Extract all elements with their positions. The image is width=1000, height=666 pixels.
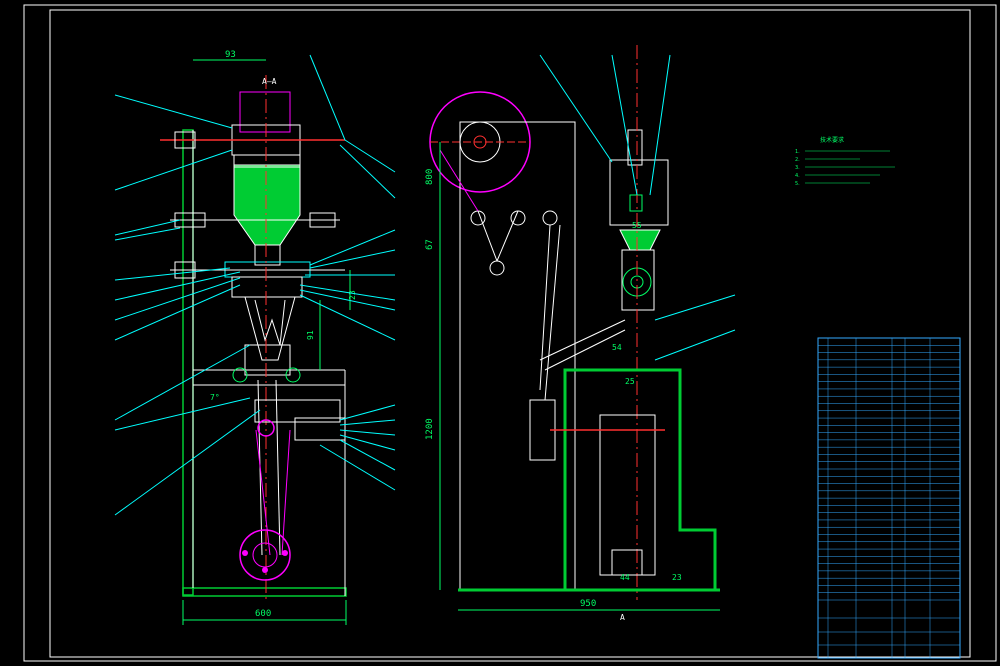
dim-left-mid-c: 23 <box>348 290 357 300</box>
dim-left-bottom: 600 <box>255 609 271 619</box>
dim-left-mid-b: 7° <box>210 393 220 402</box>
note-2: 2. <box>795 157 800 163</box>
technical-notes: 技术要求 1. 2. 3. 4. 5. <box>795 136 895 187</box>
material-hopper <box>233 164 301 246</box>
dim-left-mid-a: 91 <box>306 330 315 340</box>
right-leaders <box>539 54 736 361</box>
left-column <box>182 129 194 596</box>
dim-right-top-small: 55 <box>632 221 642 230</box>
note-5: 5. <box>795 181 800 187</box>
right-view: 1200 800 67 950 55 54 25 44 23 A <box>425 45 736 622</box>
sheet-border-outer <box>23 4 997 662</box>
dim-right-bottom-b: 23 <box>672 573 682 582</box>
motor-pulley <box>239 529 291 581</box>
dim-left-top: 93 <box>225 50 236 60</box>
dim-right-mid-b: 25 <box>625 377 635 386</box>
right-body <box>563 368 717 592</box>
left-leaders <box>114 54 396 516</box>
dim-right-total: 1200 <box>425 418 435 440</box>
dim-right-b: 67 <box>425 239 435 250</box>
dim-right-bottom-a: 44 <box>620 573 630 582</box>
dim-right-bottom: 950 <box>580 599 596 609</box>
dim-right-a: 800 <box>425 169 435 185</box>
left-base <box>182 587 347 597</box>
notes-title: 技术要求 <box>820 136 844 144</box>
section-marker: A <box>620 613 625 622</box>
left-view: 93 A—A 600 91 7° 23 <box>114 50 396 625</box>
section-label: A—A <box>262 77 277 86</box>
note-1: 1. <box>795 149 800 155</box>
note-3: 3. <box>795 165 800 171</box>
dim-right-mid-a: 54 <box>612 343 622 352</box>
hopper-top <box>239 91 291 133</box>
sheet-border-inner <box>49 9 971 658</box>
note-4: 4. <box>795 173 800 179</box>
parts-list-table <box>817 337 961 659</box>
right-hopper <box>609 159 669 226</box>
